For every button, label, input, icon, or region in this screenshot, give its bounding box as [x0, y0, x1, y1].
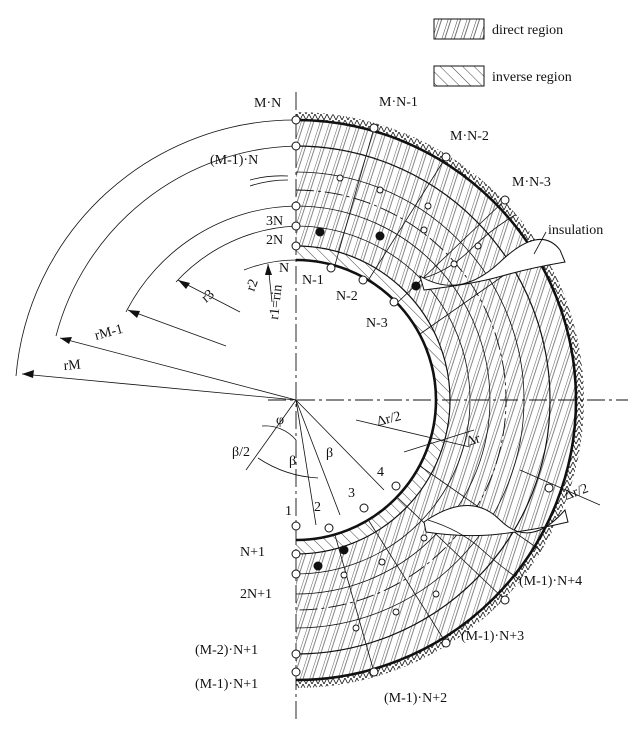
open-conductor [291, 201, 301, 211]
open-conductor [474, 242, 482, 250]
inverse-region-swatch [433, 65, 485, 87]
open-conductor [432, 590, 440, 598]
open-conductor [420, 534, 428, 542]
direct-region-swatch [433, 18, 485, 40]
label-rm: rM [63, 358, 82, 374]
label-3: 3 [348, 486, 355, 501]
open-conductor [376, 186, 384, 194]
open-conductor [326, 263, 336, 273]
label-beta-a: β [289, 454, 296, 469]
open-conductor [378, 558, 386, 566]
open-conductor [500, 195, 510, 205]
label-m-1-n-plus-1: (M-1)·N+1 [195, 677, 258, 692]
open-conductor [389, 297, 399, 307]
label-m-1-n-plus-4: (M-1)·N+4 [519, 574, 582, 589]
label-3n: 3N [266, 214, 283, 229]
open-conductor [352, 624, 360, 632]
open-conductor [291, 115, 301, 125]
label-r3: r3 [199, 287, 218, 306]
filled-conductors [313, 227, 421, 571]
section-break-bands [419, 214, 569, 581]
label-insulation: insulation [548, 223, 603, 238]
label-r1: r1=rin [267, 284, 286, 320]
open-conductor [340, 571, 348, 579]
open-conductor [441, 152, 451, 162]
label-4: 4 [377, 465, 384, 480]
open-conductor [291, 241, 301, 251]
radius-arrows [21, 263, 297, 401]
open-conductor [420, 226, 428, 234]
open-conductor [291, 549, 301, 559]
label-rm-1: rM-1 [93, 322, 125, 344]
angle-markers [245, 399, 601, 526]
open-conductor [450, 260, 458, 268]
open-conductor [424, 202, 432, 210]
open-conductor [359, 503, 369, 513]
open-conductor [291, 521, 301, 531]
direct-region-label: direct region [492, 23, 563, 38]
label-mn-1: M·N-1 [379, 95, 418, 110]
label-beta-half: β/2 [232, 445, 250, 460]
label-r2: r2 [244, 277, 262, 293]
open-conductor [369, 123, 379, 133]
label-2n-plus-1: 2N+1 [240, 587, 272, 602]
open-conductor [441, 638, 451, 648]
label-1: 1 [285, 504, 292, 519]
label-n: N [279, 261, 289, 276]
open-conductor [336, 174, 344, 182]
open-conductor [500, 595, 510, 605]
open-conductor [291, 141, 301, 151]
radius-arcs-left [15, 119, 297, 377]
label-n-2: N-2 [336, 289, 358, 304]
open-conductor [369, 667, 379, 677]
open-conductor [392, 608, 400, 616]
label-dr-half-top: Δr/2 [375, 409, 403, 430]
label-phi: φ [276, 413, 284, 428]
open-conductor [291, 569, 301, 579]
label-m-1-n-plus-2: (M-1)·N+2 [384, 691, 447, 706]
label-2: 2 [314, 500, 321, 515]
label-mn-2: M·N-2 [450, 129, 489, 144]
label-n-3: N-3 [366, 316, 388, 331]
open-conductor [358, 275, 368, 285]
label-beta-b: β [326, 446, 333, 461]
open-conductor [324, 523, 334, 533]
label-mn-3: M·N-3 [512, 175, 551, 190]
label-mn: M·N [254, 96, 281, 111]
open-conductor [544, 483, 554, 493]
open-conductor [291, 221, 301, 231]
open-conductor [291, 649, 301, 659]
label-m-1-n: (M-1)·N [210, 153, 258, 168]
open-conductor [391, 481, 401, 491]
legend: direct region inverse region [433, 18, 572, 87]
conductor-markers [291, 115, 554, 677]
label-2n: 2N [266, 233, 283, 248]
label-n-1: N-1 [302, 273, 324, 288]
label-m-2-n-plus-1: (M-2)·N+1 [195, 643, 258, 658]
label-m-1-n-plus-3: (M-1)·N+3 [461, 629, 524, 644]
label-n-plus-1: N+1 [240, 545, 265, 560]
label-dr: Δr [465, 431, 483, 450]
open-conductor [291, 667, 301, 677]
inverse-region-label: inverse region [492, 70, 572, 85]
